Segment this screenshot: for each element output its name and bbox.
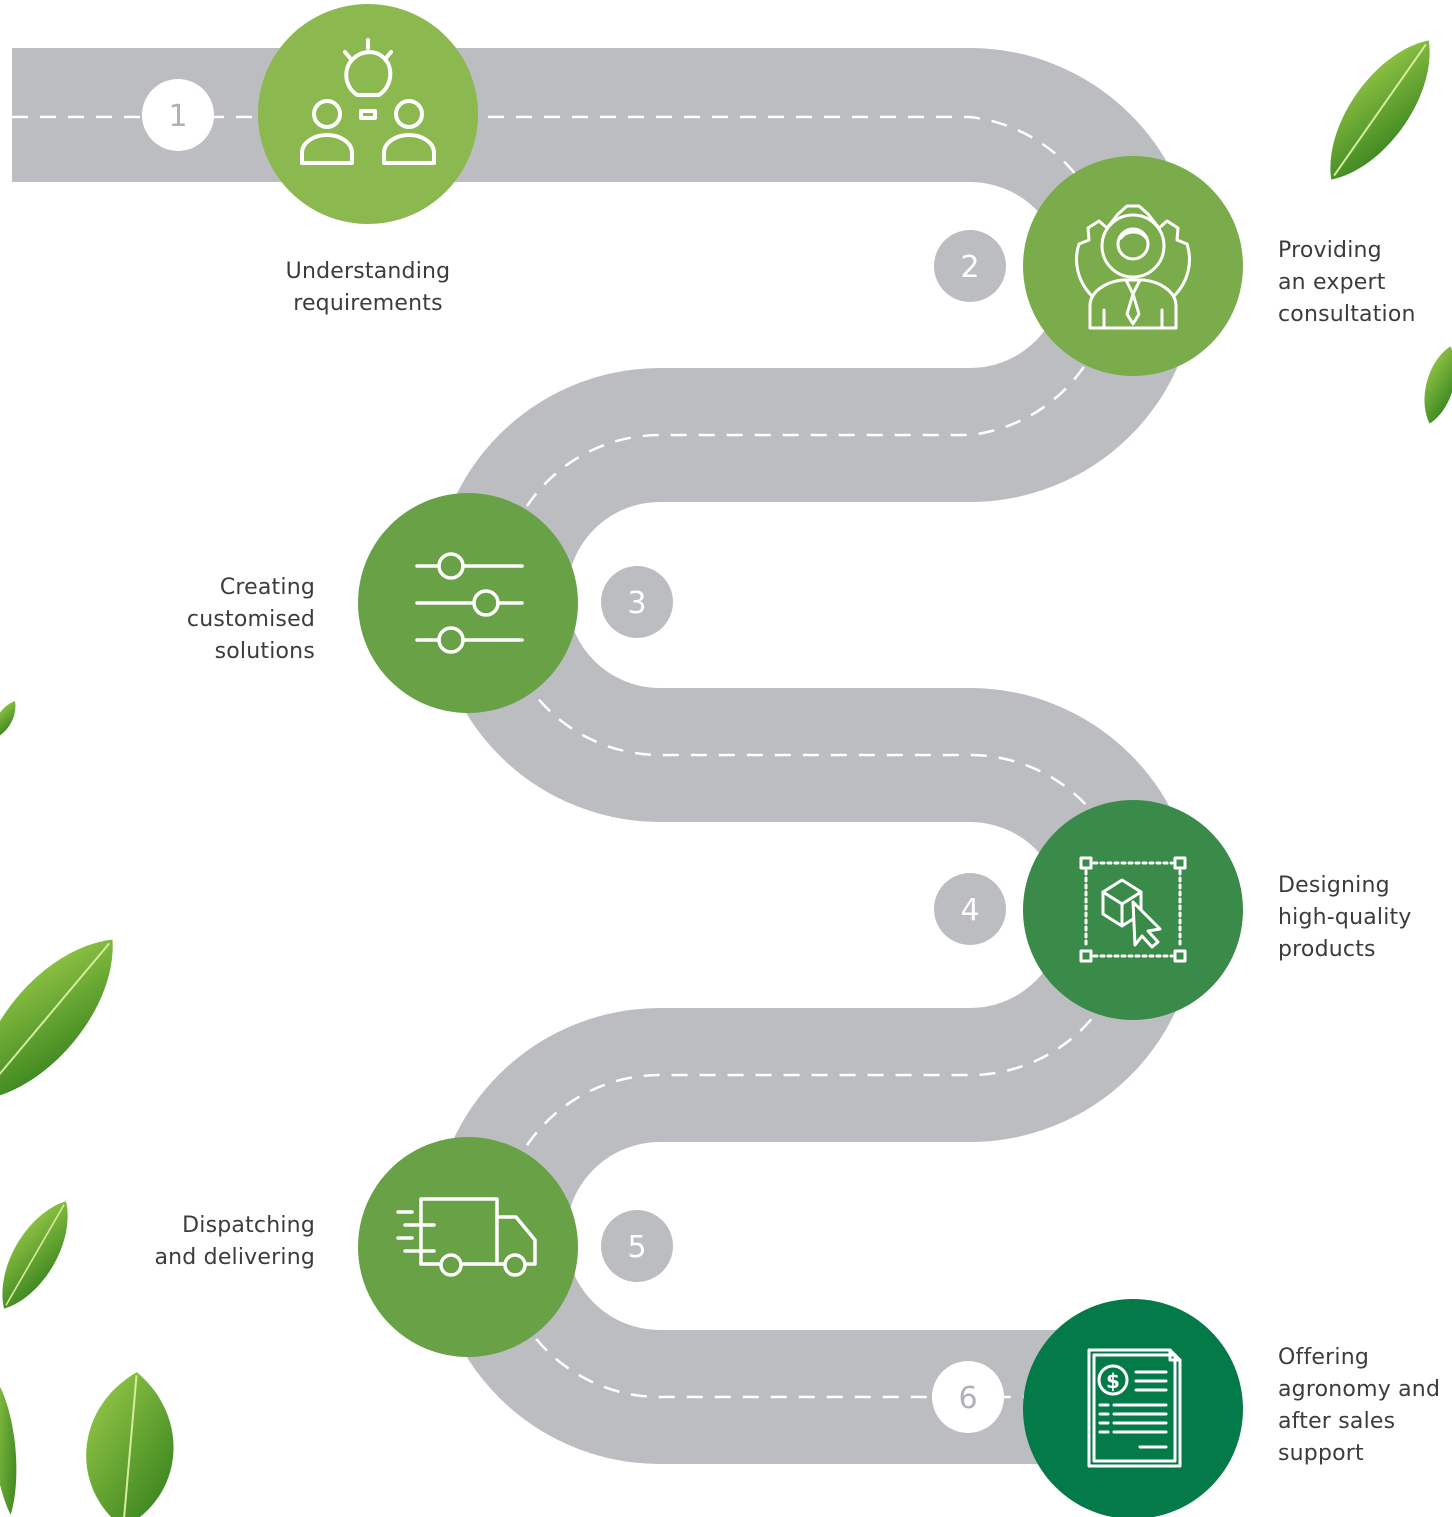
expert-gear-person-icon	[1075, 204, 1191, 330]
invoice-dollar-icon: $	[1087, 1348, 1182, 1468]
leaf-icon	[0, 1385, 17, 1515]
sliders-icon	[415, 552, 524, 654]
leaf-icon	[0, 939, 113, 1101]
idea-people-icon	[300, 38, 436, 165]
step-badge-3: 3	[601, 566, 673, 638]
step-badge-6: 6	[932, 1361, 1004, 1433]
step-label-6: Offering agronomy and after sales suppor…	[1278, 1345, 1441, 1466]
step-number-6: 6	[958, 1381, 977, 1416]
step-badge-4: 4	[934, 873, 1006, 945]
step-label-1: Understanding requirements	[285, 259, 451, 316]
step-circle-4	[1023, 800, 1243, 1020]
delivery-truck-icon	[396, 1197, 537, 1277]
step-label-5: Dispatching and delivering	[154, 1213, 315, 1270]
leaf-icon	[0, 700, 16, 740]
product-design-cube-icon	[1079, 856, 1187, 963]
leaf-icon	[86, 1372, 174, 1517]
step-label-3: Creating customised solutions	[186, 575, 315, 664]
leaf-icon	[1330, 40, 1430, 180]
step-circle-1	[258, 4, 478, 224]
step-circle-6: $	[1023, 1299, 1243, 1517]
step-label-2: Providing an expert consultation	[1278, 238, 1416, 327]
svg-text:$: $	[1106, 1369, 1120, 1393]
step-badge-2: 2	[934, 230, 1006, 302]
step-label-4: Designing high-quality products	[1278, 873, 1412, 962]
step-number-4: 4	[960, 893, 979, 928]
road-path	[12, 48, 1197, 1464]
leaf-icon	[2, 1201, 68, 1309]
step-number-2: 2	[960, 250, 979, 285]
step-number-5: 5	[627, 1230, 646, 1265]
step-badge-5: 5	[601, 1210, 673, 1282]
step-circle-5	[358, 1137, 578, 1357]
step-circle-3	[358, 493, 578, 713]
step-badge-1: 1	[142, 79, 214, 151]
step-circle-2	[1023, 156, 1243, 376]
leaf-icon	[1424, 346, 1452, 424]
step-number-3: 3	[627, 586, 646, 621]
step-number-1: 1	[168, 99, 187, 134]
